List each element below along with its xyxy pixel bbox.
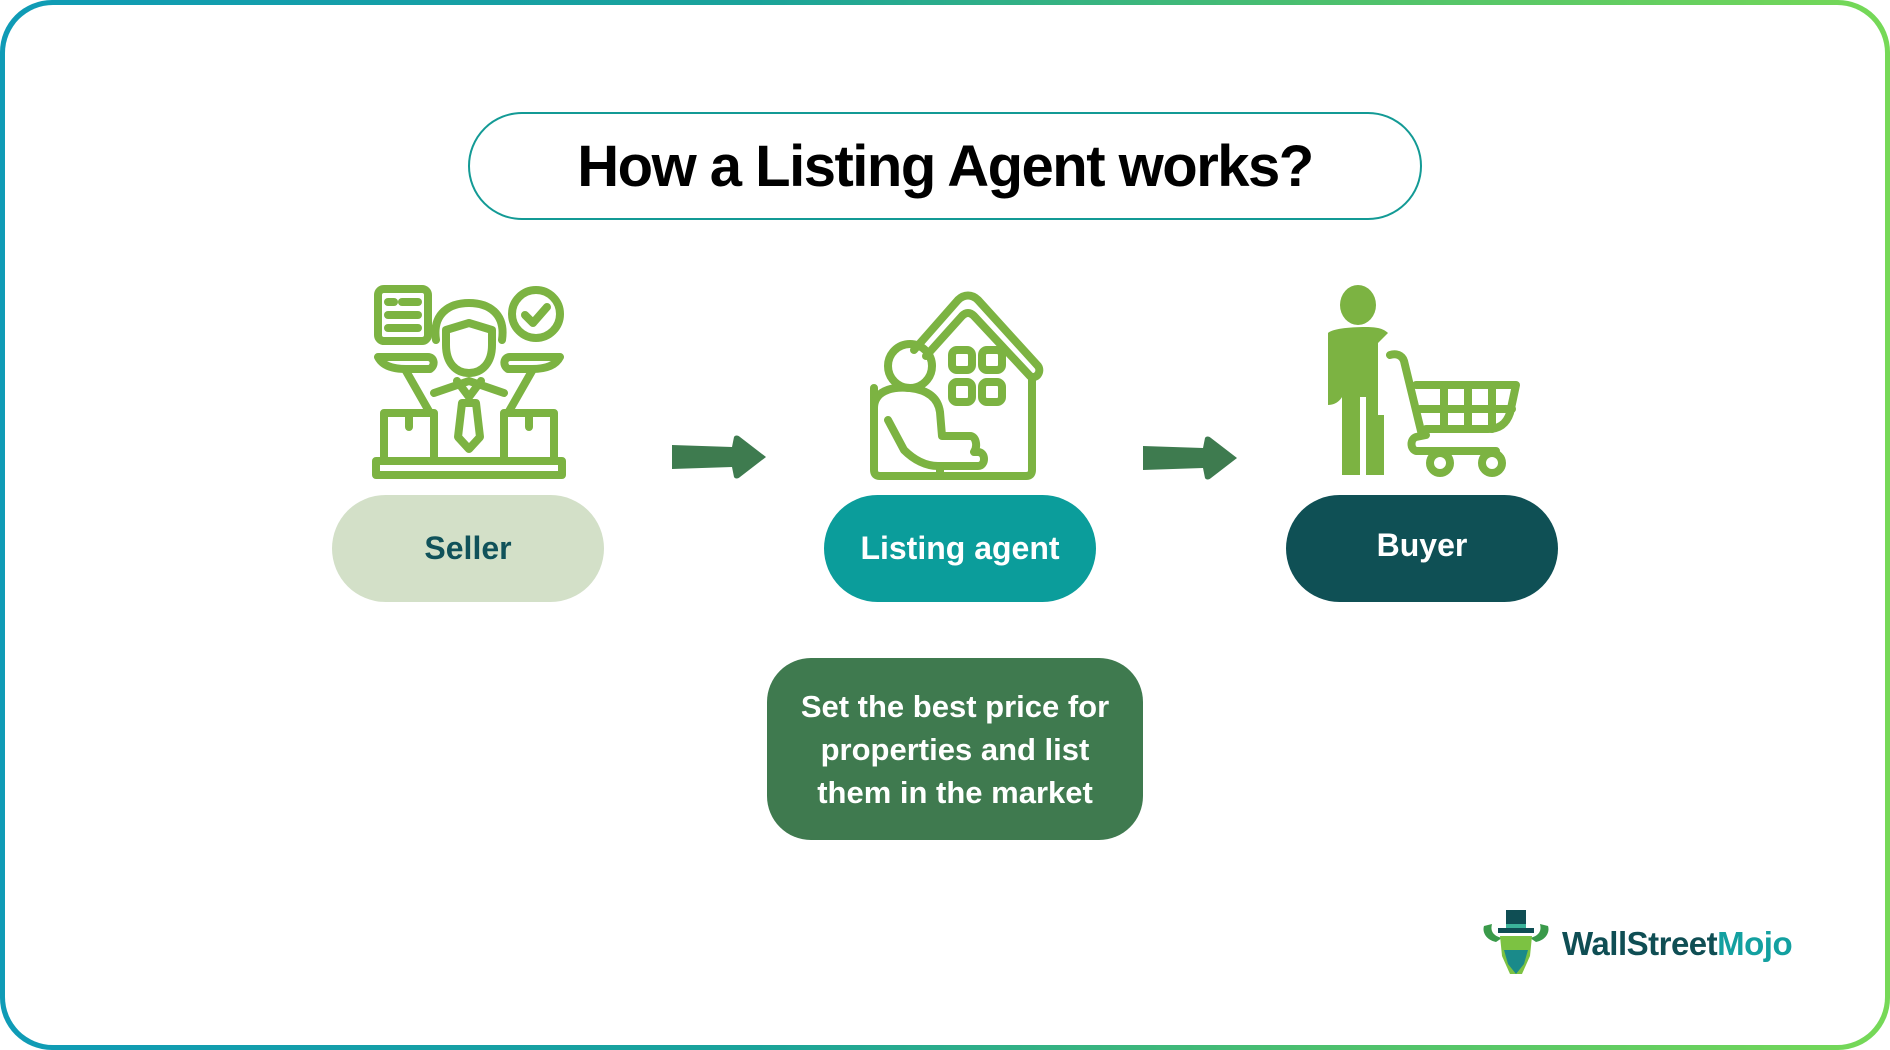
description-line: Set the best price for	[800, 688, 1110, 724]
seller-node: Seller	[332, 495, 604, 602]
description-line: properties and list	[820, 731, 1090, 767]
seller-label: Seller	[424, 530, 512, 566]
arrow-right-icon	[672, 435, 766, 479]
description-line: them in the market	[817, 774, 1093, 810]
logo-text-wallstreet: WallStreet	[1562, 925, 1718, 962]
buyer-shopping-cart-icon	[1328, 285, 1520, 477]
page-title: How a Listing Agent works?	[577, 133, 1314, 199]
seller-presenting-boxes-icon	[372, 285, 566, 479]
logo-wordmark: WallStreetMojo	[1562, 925, 1793, 963]
buyer-label: Buyer	[1376, 527, 1468, 563]
listing-agent-label: Listing agent	[860, 530, 1060, 566]
logo-text-mojo: Mojo	[1717, 925, 1793, 962]
agent-house-icon	[870, 291, 1044, 480]
listing-agent-description: Set the best price for properties and li…	[767, 658, 1143, 840]
arrow-right-icon	[1143, 436, 1237, 480]
buyer-node: Buyer	[1286, 495, 1558, 602]
wallstreetmojo-logo: WallStreetMojo	[1480, 908, 1793, 980]
listing-agent-node: Listing agent	[824, 495, 1096, 602]
title-box: How a Listing Agent works?	[468, 112, 1422, 220]
bull-hat-logo-icon	[1483, 910, 1549, 974]
